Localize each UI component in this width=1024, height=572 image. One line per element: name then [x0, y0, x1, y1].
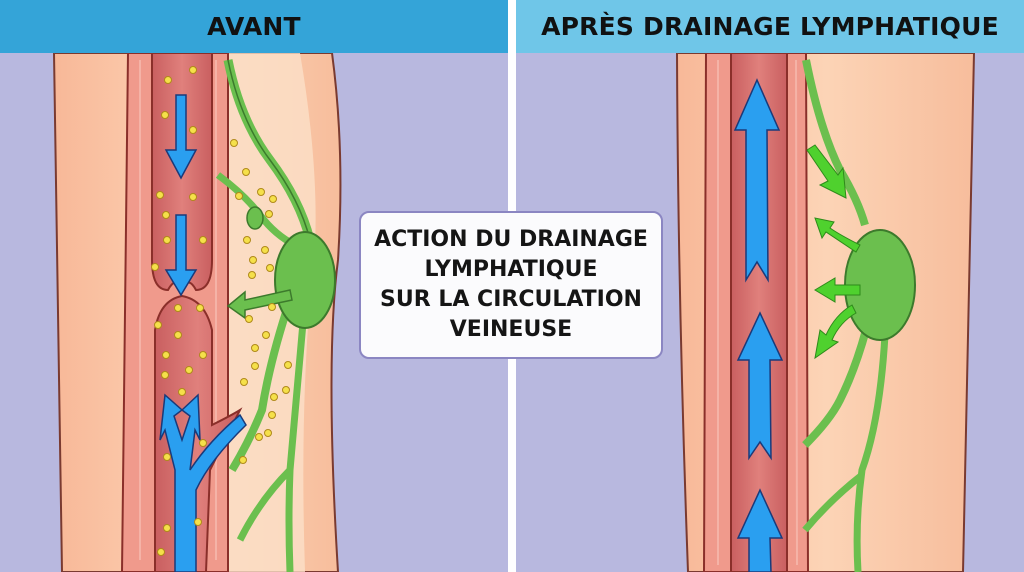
header-before-title: AVANT [207, 12, 301, 41]
reflux-arrow-1 [164, 94, 198, 180]
lymph-drainage-arrows [806, 144, 861, 360]
caption-line-2: LYMPHATIQUE [424, 257, 598, 282]
drainage-arrow-4 [814, 304, 857, 360]
caption-line-3: SUR LA CIRCULATION [380, 287, 642, 312]
header-after-title: APRÈS DRAINAGE LYMPHATIQUE [541, 12, 999, 41]
caption-box: ACTION DU DRAINAGE LYMPHATIQUE SUR LA CI… [359, 211, 663, 359]
flow-arrow-up-3 [736, 488, 784, 572]
after-illustration [675, 53, 976, 572]
reflux-arrow-2 [164, 214, 198, 297]
lymph-vessels [215, 59, 315, 572]
panel-before [0, 53, 508, 572]
flow-arrow-up-1 [733, 78, 781, 283]
header-after: APRÈS DRAINAGE LYMPHATIQUE [516, 0, 1024, 53]
panel-after [516, 53, 1024, 572]
flow-arrow-up-2 [736, 311, 784, 461]
before-illustration [52, 53, 342, 572]
caption-line-4: VEINEUSE [449, 317, 573, 342]
header-before: AVANT [0, 0, 508, 53]
fluid-dots [151, 66, 292, 556]
caption-line-1: ACTION DU DRAINAGE [374, 227, 648, 252]
lymph-vessels-after [802, 59, 889, 572]
drainage-arrow-3 [814, 277, 861, 303]
lymph-node [274, 231, 336, 329]
drainage-arrow-2 [814, 217, 861, 253]
forked-flow-arrow [159, 393, 247, 572]
drainage-arrow-1 [806, 144, 847, 199]
lymph-arrow-left [226, 289, 293, 320]
